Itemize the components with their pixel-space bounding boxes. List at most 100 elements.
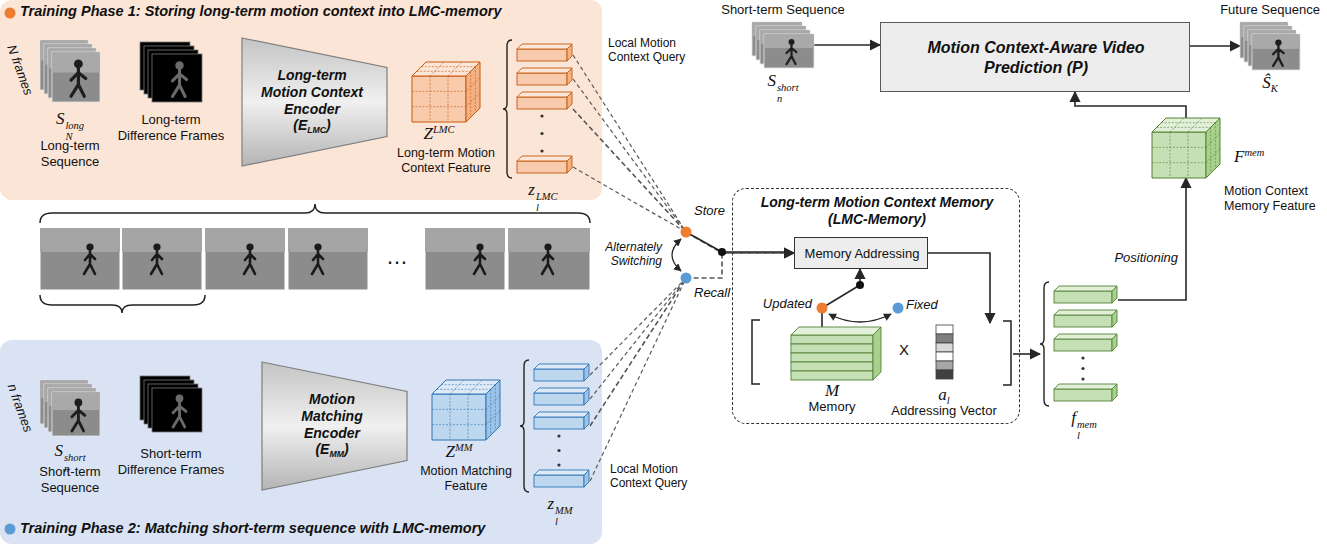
junction-dot xyxy=(718,248,726,256)
short-term-brace xyxy=(40,295,205,313)
vector-bar xyxy=(517,161,567,173)
vector-side xyxy=(1112,310,1117,327)
vector-bar xyxy=(1054,315,1112,327)
cube-front xyxy=(1152,132,1206,178)
text-block: Long-term Motion Context Memory (LMC-Mem… xyxy=(739,194,1015,228)
label-text: Long-term Motion Context Memory (LMC-Mem… xyxy=(739,194,1015,228)
vector-top xyxy=(534,388,589,393)
cube-grid xyxy=(1206,149,1220,163)
vector-bar xyxy=(534,475,584,487)
frame xyxy=(152,388,202,432)
vector-side xyxy=(584,412,589,429)
memory-vectors: fmeml xyxy=(1040,282,1118,406)
vector-cell xyxy=(936,343,953,352)
updated-dot xyxy=(817,303,828,314)
cube-grid xyxy=(1152,147,1206,148)
ellipsis-dot xyxy=(540,132,543,135)
ellipsis-dot xyxy=(1081,367,1084,370)
connector-arrow xyxy=(1118,178,1186,300)
text-block: Sshortn xyxy=(767,70,798,104)
text-block: Long-term Difference Frames xyxy=(112,112,230,143)
math-base: S xyxy=(54,441,63,460)
cube-grid xyxy=(1215,123,1216,169)
process-box: Motion Context-Aware Video Prediction (P… xyxy=(880,22,1190,92)
free-label: Local Motion Context Query xyxy=(608,36,692,65)
superscript: long xyxy=(65,120,84,131)
math-scripts: MMl xyxy=(555,505,573,527)
text-block: Memory xyxy=(809,399,856,415)
film-strip xyxy=(40,228,590,290)
superscript: MM xyxy=(455,442,473,453)
film-strip xyxy=(508,228,590,290)
cube-grid xyxy=(466,93,480,107)
text-block: Motion Matching Feature xyxy=(418,464,514,494)
math-base: S xyxy=(767,71,776,90)
text-block: ŜK xyxy=(1262,72,1278,95)
switch-arc xyxy=(829,314,891,322)
cube-grid xyxy=(466,77,480,91)
label-text: Local Motion Context Query xyxy=(608,36,692,65)
text-block: SlongN xyxy=(56,108,84,142)
memory-matrix: MMemory xyxy=(791,327,881,380)
connector-arrow xyxy=(573,109,794,253)
cube-grid xyxy=(450,394,451,440)
switch-arc xyxy=(672,239,681,271)
connector-arrow xyxy=(814,44,880,46)
text-block: Long-term Sequence xyxy=(25,138,115,169)
vector-side xyxy=(1112,334,1117,351)
addressing-vector: alAddressing Vector xyxy=(933,323,1013,385)
label-text: Long-term Motion Context Feature xyxy=(392,146,500,176)
cube-grid xyxy=(412,106,466,107)
math-base: M xyxy=(825,381,839,400)
cube-grid xyxy=(1170,118,1184,132)
cube-grid xyxy=(486,411,500,425)
encoder-shape xyxy=(242,38,387,166)
text-block: Training Phase 2: Matching short-term se… xyxy=(20,520,485,537)
math-symbol: ZMM xyxy=(445,441,472,463)
label-text: n frames xyxy=(4,382,36,435)
phase-dot xyxy=(5,8,16,19)
connector-arrow xyxy=(928,253,990,323)
vector-top xyxy=(534,364,589,369)
superscript: LMC xyxy=(536,191,558,202)
node-shape xyxy=(40,40,100,102)
ellipsis-dot xyxy=(1081,377,1084,380)
label-text: Updated xyxy=(763,296,812,312)
vector-bar xyxy=(534,393,584,405)
label-text: Store xyxy=(694,203,725,219)
memory-slot xyxy=(791,362,873,371)
frame-ground xyxy=(53,393,100,411)
frame-stack: Future SequenceŜK xyxy=(1240,22,1300,70)
free-label: Fixed xyxy=(906,297,938,313)
memory-top xyxy=(791,327,881,335)
encoder-shape xyxy=(262,362,407,490)
vector-side xyxy=(567,92,572,109)
figure-body xyxy=(173,402,186,427)
curly-brace xyxy=(520,360,529,492)
cube-grid xyxy=(437,389,491,390)
film-strip xyxy=(205,228,285,252)
cube-grid xyxy=(1188,118,1202,132)
cube-grid xyxy=(417,71,471,72)
cube-grid xyxy=(1152,162,1206,163)
cube-front xyxy=(432,394,486,440)
text-block: fmeml xyxy=(1071,407,1097,441)
frame-stack: Short-term SequenceSshortn xyxy=(752,22,814,68)
subscript: n xyxy=(777,93,799,104)
vector-side xyxy=(584,388,589,405)
text-block: ZLMC xyxy=(423,123,454,145)
subscript: l xyxy=(536,202,558,213)
cube-side xyxy=(486,380,500,440)
connector-arrow xyxy=(1075,92,1186,118)
connector-arrow xyxy=(822,269,860,327)
text-block: Motion Matching Encoder(EMM) xyxy=(282,391,382,460)
cube-grid xyxy=(432,409,486,410)
cube-grid xyxy=(1210,127,1211,173)
figure-body xyxy=(71,68,86,96)
cube-grid xyxy=(1206,133,1220,147)
film-strip xyxy=(40,228,120,290)
memory-slot xyxy=(791,353,873,362)
node-shape xyxy=(1040,282,1118,406)
film-strip xyxy=(542,243,553,274)
label-text: N frames xyxy=(4,43,37,98)
